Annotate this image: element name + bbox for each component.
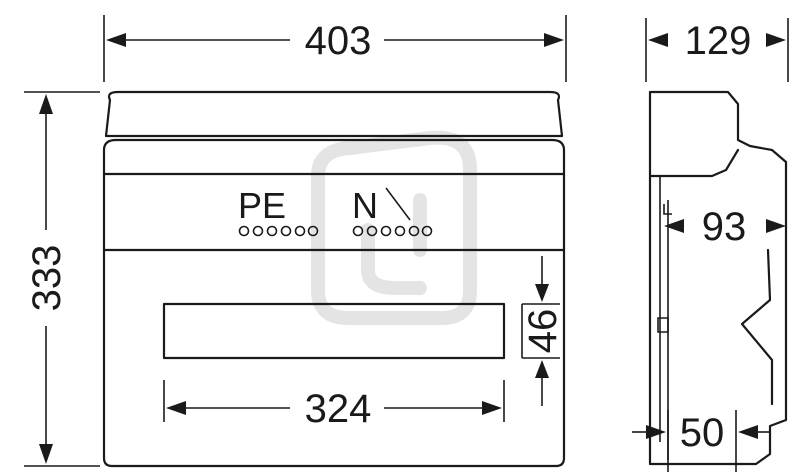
dimension-window-height-46 xyxy=(521,256,560,406)
depth-dim-text: 129 xyxy=(685,19,752,63)
rail-depth-dim-text: 93 xyxy=(702,205,747,249)
n-leader-line xyxy=(385,187,411,221)
dimension-base-50 xyxy=(632,410,770,472)
front-view-enclosure xyxy=(102,90,566,468)
pe-label: PE xyxy=(238,185,286,226)
width-dim-text: 403 xyxy=(305,19,372,63)
dimension-height-333 xyxy=(24,91,100,467)
window-width-dim-text: 324 xyxy=(305,387,372,431)
pe-terminal-holes xyxy=(238,225,319,237)
breaker-window xyxy=(162,302,506,360)
n-label: N xyxy=(352,185,378,226)
base-dim-text: 50 xyxy=(680,411,725,455)
n-terminal-holes xyxy=(352,225,433,237)
window-height-dim-text: 46 xyxy=(521,309,565,354)
dimension-rail-depth-93 xyxy=(664,219,786,233)
dimension-depth-129 xyxy=(645,18,789,82)
side-view-enclosure xyxy=(648,90,788,466)
dimension-width-403 xyxy=(103,15,567,82)
dimension-window-width-324 xyxy=(163,380,505,422)
watermark-logo xyxy=(311,130,477,325)
height-dim-text: 333 xyxy=(25,245,69,312)
